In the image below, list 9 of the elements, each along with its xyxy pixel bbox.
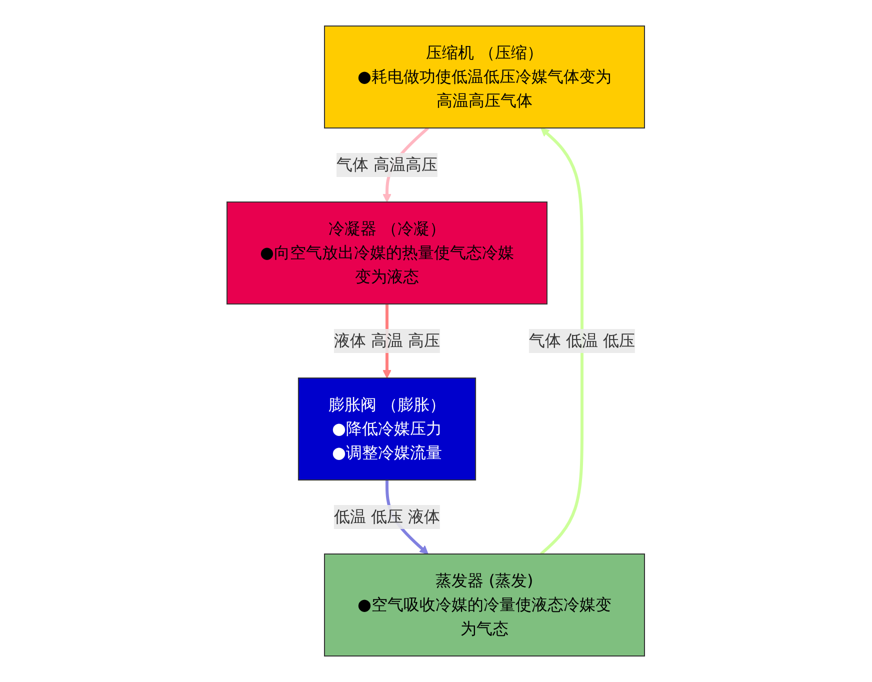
edge-label: 气体 低温 低压: [529, 331, 636, 350]
edge-label: 气体 高温高压: [336, 155, 438, 174]
arrow: [540, 128, 584, 556]
node-box: 压缩机 （压缩） ●耗电做功使低温低压冷媒气体变为高温高压气体: [324, 26, 646, 128]
edge-label: 低温 低压 液体: [334, 507, 440, 526]
node-box: 膨胀阀 （膨胀） ●降低冷媒压力 ●调整冷媒流量: [298, 378, 476, 480]
edge-label: 液体 高温 高压: [334, 331, 440, 350]
node-box: 冷凝器 （冷凝） ●向空气放出冷媒的热量使气态冷媒变为液态: [226, 202, 548, 304]
node-box: 蒸发器 (蒸发) ●空气吸收冷媒的冷量使液态冷媒变为气态: [324, 554, 646, 656]
